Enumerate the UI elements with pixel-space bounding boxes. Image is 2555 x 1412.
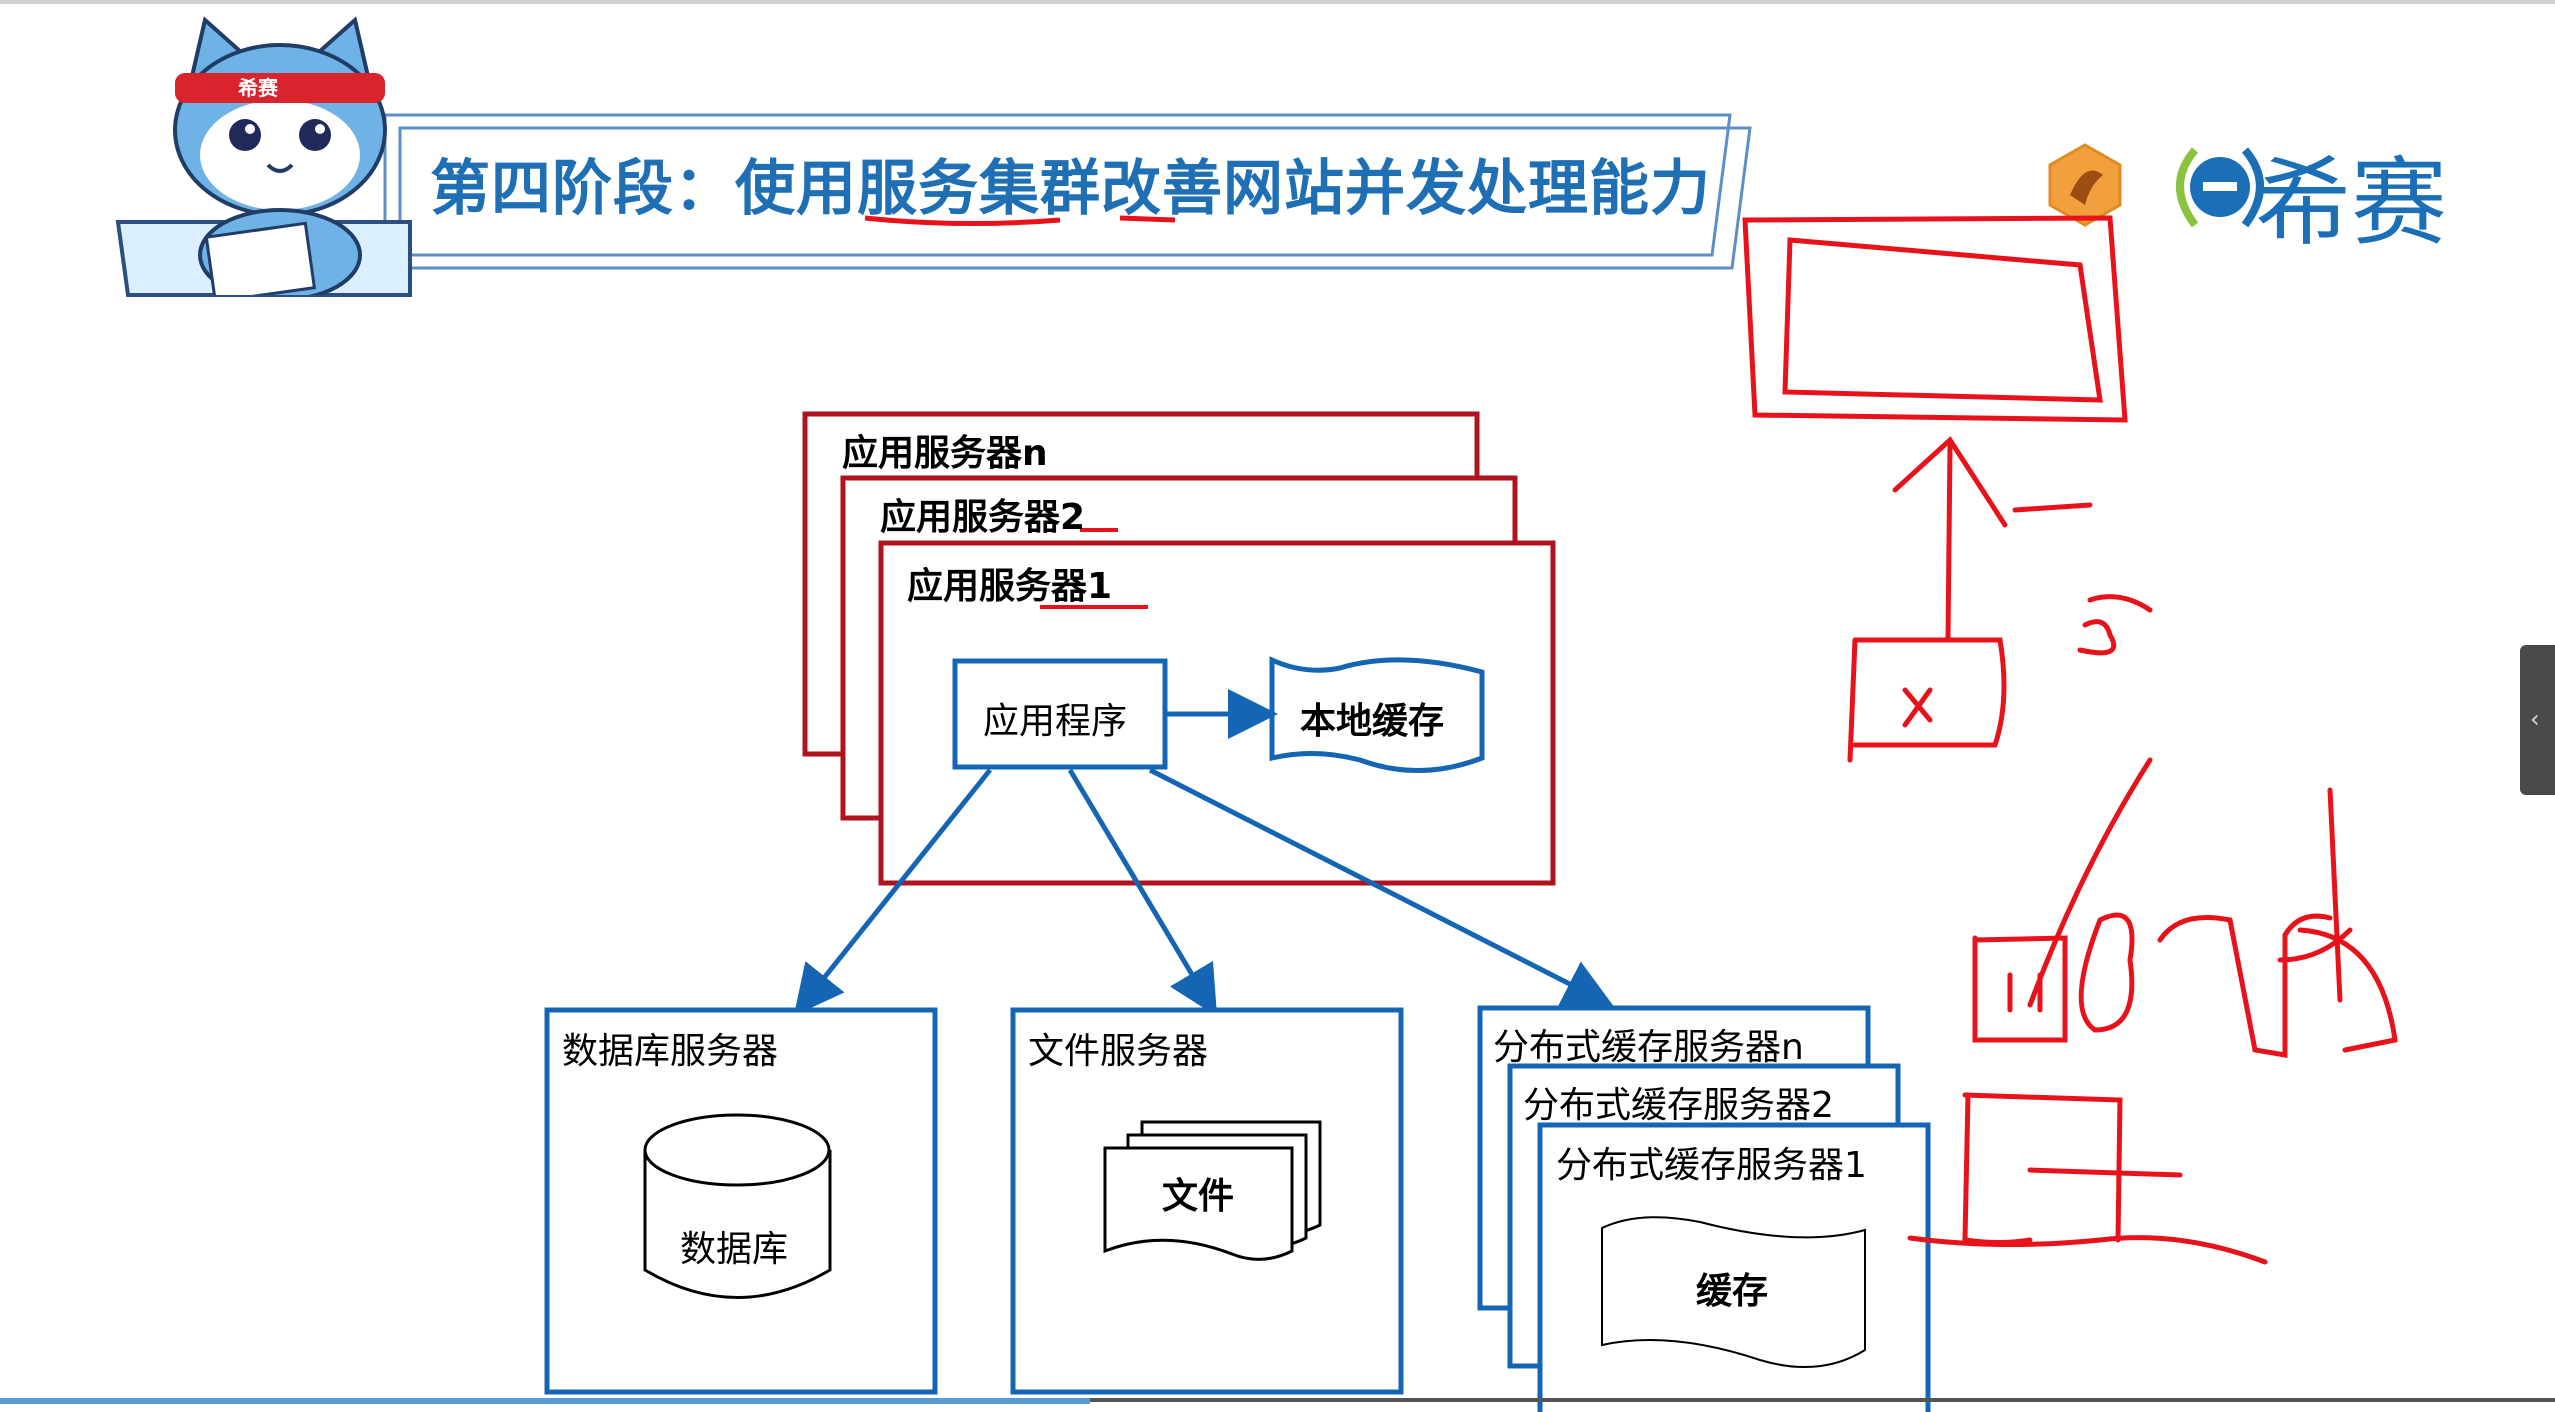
local-cache-label: 本地缓存 <box>1300 701 1445 742</box>
side-panel-toggle[interactable]: ‹ <box>2520 645 2555 795</box>
cache-server-1-label: 分布式缓存服务器1 <box>1556 1145 1867 1186</box>
file-server-label: 文件服务器 <box>1028 1031 1209 1072</box>
arrow-app-to-db <box>793 768 992 1016</box>
arrow-app-to-file <box>1067 768 1218 1017</box>
cache-server-n-label: 分布式缓存服务器n <box>1493 1027 1804 1068</box>
handwritten-sketch <box>1742 215 2398 1265</box>
local-cache-shape <box>1269 656 1485 773</box>
app-server-n-label: 应用服务器n <box>842 433 1048 474</box>
cache-tape-shape <box>1601 1216 1866 1369</box>
db-cylinder <box>643 1150 832 1299</box>
app-server-2-label: 应用服务器2 <box>880 497 1086 538</box>
application-box <box>952 658 1168 770</box>
file-document-shape <box>1103 1146 1294 1261</box>
cache-server-2-label: 分布式缓存服务器2 <box>1523 1085 1834 1126</box>
progress-bar-remaining[interactable] <box>1090 1398 2555 1402</box>
underline-fuwu-jiqun <box>864 215 1061 227</box>
db-server-label: 数据库服务器 <box>562 1031 779 1072</box>
mascot-cat-icon <box>173 16 387 295</box>
progress-bar-played[interactable] <box>0 1398 1090 1404</box>
app-server-1-label: 应用服务器1 <box>907 566 1113 607</box>
page-title: 第四阶段：使用服务集群改善网站并发处理能力 <box>430 154 1711 224</box>
application-label: 应用程序 <box>983 701 1128 742</box>
file-label: 文件 <box>1162 1176 1235 1217</box>
arrow-app-to-cache <box>1148 767 1614 1007</box>
chevron-left-icon: ‹ <box>2530 705 2540 733</box>
brand-name: 希赛 <box>2255 147 2447 259</box>
brand-logo-icon <box>2048 143 2264 228</box>
db-label: 数据库 <box>680 1229 789 1270</box>
mascot-badge: 希赛 <box>238 76 278 100</box>
cache-label: 缓存 <box>1696 1271 1769 1312</box>
underline-gai <box>1119 215 1176 223</box>
